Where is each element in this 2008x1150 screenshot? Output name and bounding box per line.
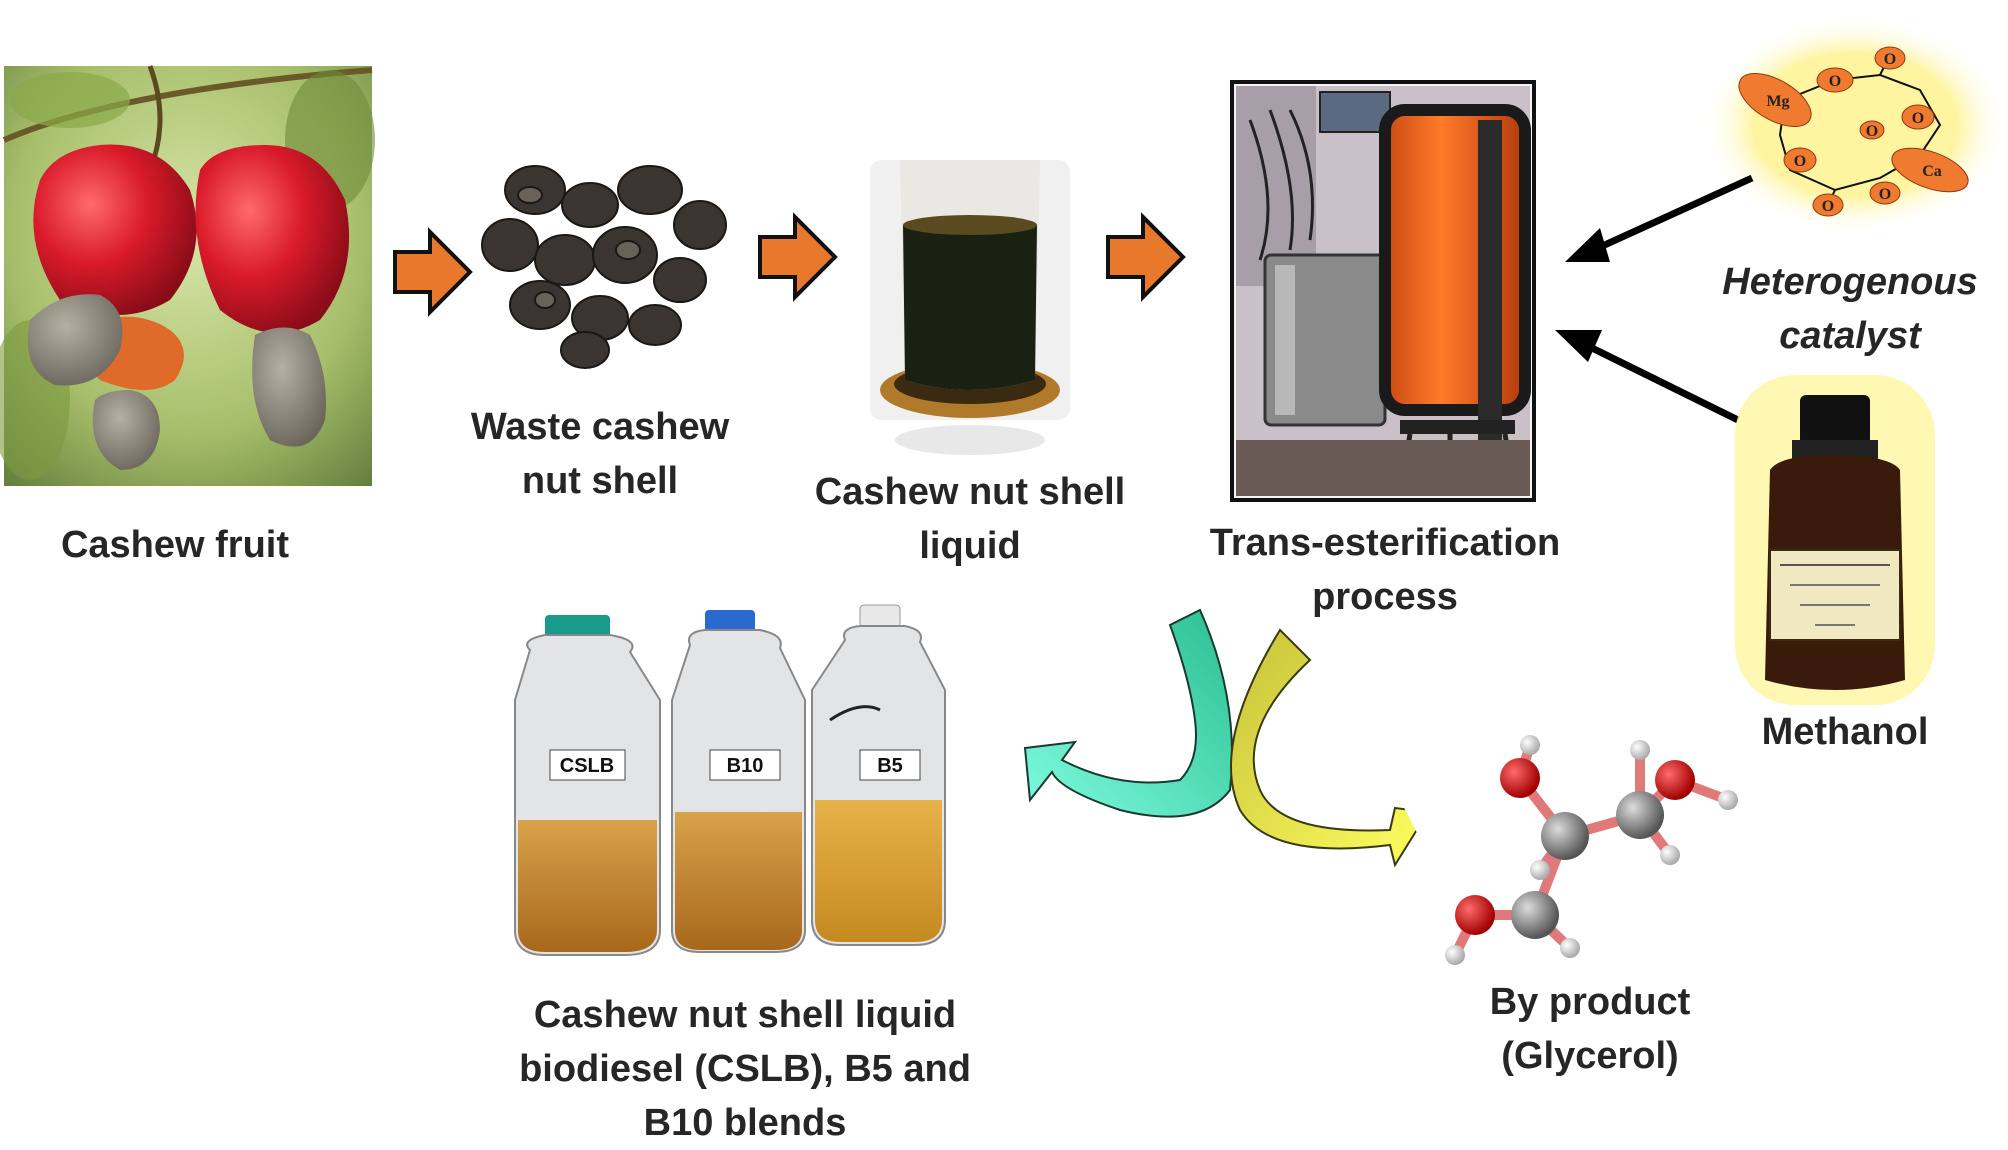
bottle-cslb <box>514 615 661 956</box>
catalyst-atom: O <box>1884 51 1896 68</box>
methanol-label: Methanol <box>1761 711 1929 753</box>
catalyst-label: Heterogenous catalyst <box>1722 261 1978 357</box>
waste-shell-image <box>481 165 727 369</box>
flow-arrow-1 <box>393 227 473 317</box>
bottle-b10 <box>671 610 806 953</box>
return-arrow-to-biodiesel <box>1023 608 1233 818</box>
catalyst-input-arrow <box>1565 174 1754 262</box>
cashew-fruit-image <box>0 65 375 486</box>
bottle-label-b10: B10 <box>727 755 764 777</box>
cnsl-label: Cashew nut shell liquid <box>814 471 1126 567</box>
catalyst-atom: O <box>1829 73 1841 90</box>
catalyst-atom: O <box>1912 110 1924 127</box>
transesterification-label: Trans-esterification process <box>1209 522 1561 618</box>
catalyst-atom: Ca <box>1922 163 1942 180</box>
flow-arrow-3 <box>1106 212 1186 302</box>
cashew-fruit-label: Cashew fruit <box>60 524 290 566</box>
catalyst-atom: O <box>1794 153 1806 170</box>
catalyst-atom: O <box>1879 186 1891 203</box>
cnsl-glass-image <box>870 160 1070 455</box>
methanol-input-arrow <box>1555 330 1740 424</box>
catalyst-atom: O <box>1822 198 1834 215</box>
bottle-label-b5: B5 <box>877 755 903 777</box>
bottle-b5 <box>811 604 946 946</box>
catalyst-image: Mg O O O O O O O Ca <box>1700 15 2008 235</box>
flow-arrow-2 <box>758 212 838 302</box>
glycerol-molecule-image <box>1395 700 1760 975</box>
biodiesel-bottles-image: CSLB B10 B5 <box>514 604 946 956</box>
methanol-bottle-image <box>1735 375 1935 705</box>
catalyst-atom: Mg <box>1766 93 1789 110</box>
biodiesel-label: Cashew nut shell liquid biodiesel (CSLB)… <box>519 994 971 1144</box>
byproduct-label: By product (Glycerol) <box>1489 981 1691 1077</box>
waste-shell-label: Waste cashew nut shell <box>470 406 730 502</box>
bottle-label-cslb: CSLB <box>560 755 614 777</box>
forward-arrow-to-glycerol <box>1230 628 1430 868</box>
reactor-image <box>1230 80 1536 502</box>
catalyst-atom: O <box>1866 123 1878 140</box>
